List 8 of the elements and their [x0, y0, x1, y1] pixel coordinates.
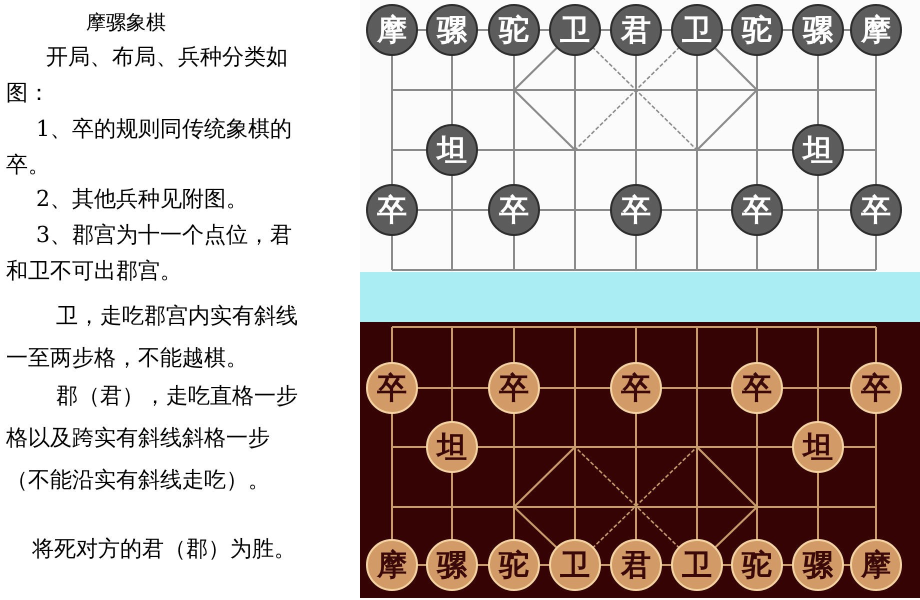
rule-text: 1、卒的规则同传统象棋的卒。	[6, 116, 293, 180]
rule-text: 2、其他兵种见附图。	[35, 186, 249, 214]
rule-text: 郡（君），走吃直格一步格以及跨实有斜线斜格一步（不能沿实有斜线走吃）。	[6, 383, 299, 495]
rule-text: 开局、布局、兵种分类如图：	[6, 44, 289, 108]
rule-text: 3、郡宫为十一个点位，君和卫不可出郡宫。	[6, 222, 293, 286]
rule-text: 将死对方的君（郡）为胜。	[31, 536, 297, 564]
title: 摩骡象棋	[86, 9, 166, 36]
rule-text: 卫，走吃郡宫内实有斜线一至两步格，不能越棋。	[6, 303, 299, 373]
